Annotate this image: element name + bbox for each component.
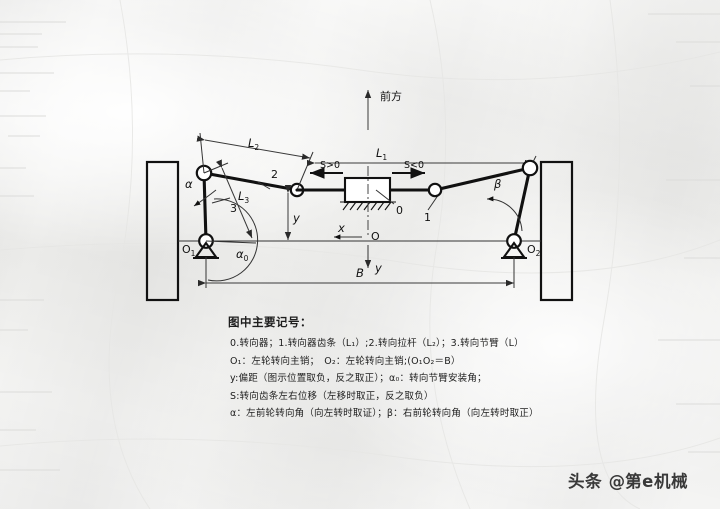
x-axis-label: x: [337, 221, 345, 235]
O1-label: O1: [182, 243, 196, 258]
left-tie-rod: [202, 171, 299, 192]
beta-label: β: [493, 177, 501, 191]
right-tie-rod: [433, 166, 532, 192]
s-negative-label: S<0: [404, 160, 424, 171]
s-positive-label: S>0: [320, 160, 340, 171]
B-label: B: [356, 266, 364, 280]
part-0-label: 0: [396, 204, 403, 217]
left-knuckle-arm: [202, 171, 208, 243]
origin-label: O: [371, 230, 380, 243]
B-dimension: B: [198, 257, 515, 288]
coordinate-axes: x O y: [334, 221, 382, 275]
L3-ext-lower: [205, 240, 257, 244]
L2-ext-left: [199, 132, 205, 174]
right-kingpin-pivot: [506, 233, 522, 249]
left-linkage: α 3 2 O1 α0 L3: [182, 159, 305, 282]
right-upper-ball-joint: [521, 159, 539, 177]
y-axis-label: y: [374, 261, 382, 275]
L2-dimension-line: [196, 135, 311, 160]
legend-line-4: α：左前轮转向角（向左转时取证）；β：右前轮转向角（向左转时取正）: [230, 408, 539, 419]
legend-line-1: O₁：左轮转向主销； O₂：左轮转向主销;(O₁O₂＝B）: [230, 355, 461, 367]
legend-line-0: 0.转向器；1.转向器齿条（L₁）;2.转向拉杆（L₂）；3.转向节臂（L）: [230, 338, 524, 349]
part2-leader: [257, 181, 271, 190]
O2-label: O2: [527, 243, 541, 258]
L3-ext-upper: [203, 162, 229, 174]
y-offset-dimension: y: [284, 185, 300, 240]
alpha0-label: α0: [236, 247, 249, 263]
watermark-prefix: 头条: [568, 472, 603, 491]
right-inner-ball-joint: [427, 182, 443, 198]
L3-label: L3: [238, 189, 249, 205]
part-2-label: 2: [271, 168, 278, 181]
forward-label: 前方: [380, 89, 402, 103]
forward-direction-indicator: 前方: [364, 89, 402, 130]
right-linkage: β O2: [427, 159, 541, 260]
part-1-label: 1: [424, 211, 431, 224]
legend-block: 图中主要记号： 0.转向器；1.转向器齿条（L₁）;2.转向拉杆（L₂）；3.转…: [228, 314, 648, 423]
watermark: 头条 @第e机械: [568, 468, 688, 492]
L3-dimension-line: [215, 159, 253, 239]
L2-label: L2: [248, 136, 259, 152]
watermark-at-symbol: @: [608, 472, 626, 491]
L1-label: L1: [376, 146, 387, 162]
part0-leader: [375, 189, 395, 205]
L2-ext-right: [296, 151, 314, 191]
alpha-label: α: [185, 177, 193, 191]
steering-gear-assembly: 0 S>0 S<0 1: [295, 160, 442, 238]
legend-line-2: y:偏距（图示位置取负，反之取正）；α₀：转向节臂安装角；: [230, 373, 487, 384]
right-steer-angle-arc: [486, 196, 523, 232]
L2-dimension: L2: [196, 132, 314, 191]
y-offset-label: y: [292, 211, 300, 225]
watermark-handle: 第e机械: [625, 472, 689, 491]
legend-line-3: S:转向齿条左右位移（左移时取正，反之取负）: [230, 390, 434, 402]
right-wheel: [539, 160, 574, 302]
L1-dimension: L1: [307, 146, 537, 169]
legend-title: 图中主要记号：: [228, 315, 312, 329]
left-steer-angle-arc: [193, 189, 217, 207]
right-knuckle-arm: [512, 166, 532, 243]
left-wheel: [145, 160, 180, 302]
